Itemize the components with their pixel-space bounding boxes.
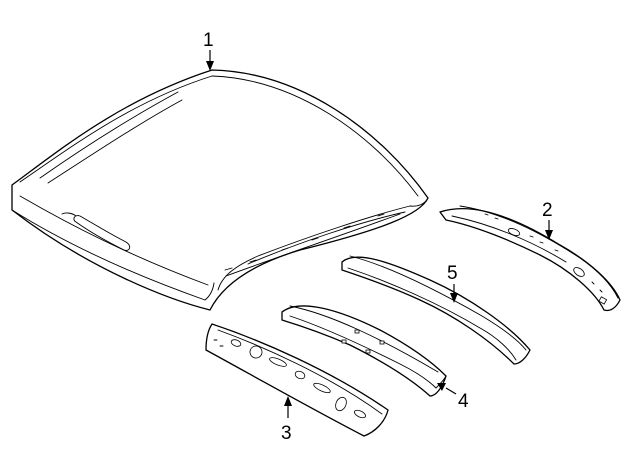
- front-roof-header[interactable]: [205, 323, 389, 437]
- callout-4: 4: [437, 383, 469, 412]
- leader-arrow-icon: [206, 61, 214, 71]
- callout-number-1: 1: [203, 30, 214, 51]
- callout-5: 5: [447, 263, 458, 303]
- roof-panel[interactable]: [11, 69, 429, 311]
- leader-arrow-icon: [450, 293, 458, 303]
- callout-1: 1: [203, 30, 214, 71]
- callout-number-3: 3: [281, 423, 292, 444]
- roof-bow-rear[interactable]: [341, 255, 531, 365]
- roof-bow-middle[interactable]: [281, 305, 447, 397]
- callout-3: 3: [281, 396, 292, 444]
- callout-2: 2: [542, 200, 553, 240]
- callout-number-4: 4: [458, 391, 469, 412]
- leader-arrow-icon: [284, 396, 292, 406]
- rear-roof-bow[interactable]: [439, 205, 621, 312]
- leader-arrow-icon: [545, 230, 553, 240]
- callout-number-2: 2: [542, 200, 553, 221]
- callout-number-5: 5: [447, 263, 458, 284]
- leader-arrow-icon: [437, 383, 446, 391]
